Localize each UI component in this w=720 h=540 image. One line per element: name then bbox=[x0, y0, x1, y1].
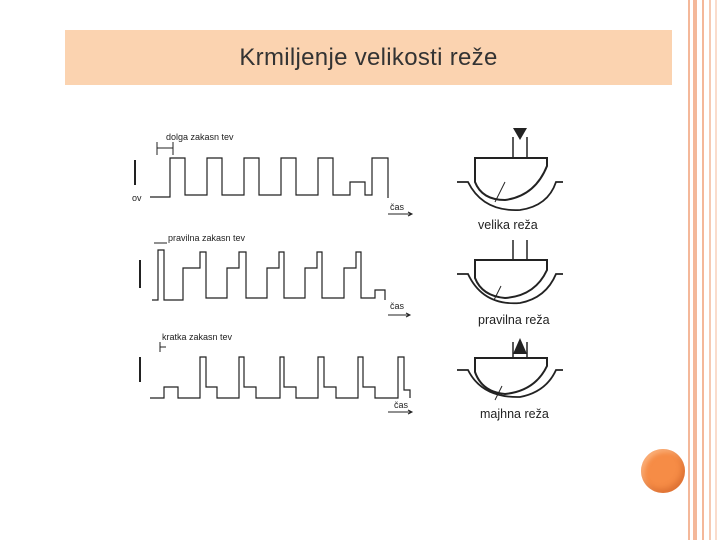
title-bar: Krmiljenje velikosti reže bbox=[65, 30, 672, 85]
waveform-short-delay bbox=[139, 342, 414, 415]
arrow-down-icon bbox=[513, 128, 527, 140]
gap-control-diagram: dolga zakasn tev ov čas pravilna zakasn … bbox=[132, 128, 563, 421]
decorative-circle bbox=[641, 449, 685, 493]
label-short-delay: kratka zakasn tev bbox=[162, 332, 233, 342]
waveform-correct-delay bbox=[139, 242, 412, 318]
waveform-long-delay bbox=[134, 142, 414, 217]
arrow-up-icon bbox=[513, 338, 527, 354]
time-label-1: čas bbox=[390, 202, 405, 212]
slide-right-frame bbox=[684, 0, 720, 540]
time-label-2: čas bbox=[390, 301, 405, 311]
gap-diagram-correct bbox=[457, 240, 563, 305]
axis-label-ov: ov bbox=[132, 193, 142, 203]
gap-diagram-small bbox=[457, 342, 563, 401]
gap-label-large: velika reža bbox=[478, 218, 538, 232]
gap-label-small: majhna reža bbox=[480, 407, 549, 421]
gap-diagram-large bbox=[457, 137, 563, 211]
label-correct-delay: pravilna zakasn tev bbox=[168, 233, 246, 243]
label-long-delay: dolga zakasn tev bbox=[166, 132, 234, 142]
slide-title: Krmiljenje velikosti reže bbox=[239, 43, 498, 71]
gap-label-correct: pravilna reža bbox=[478, 313, 550, 327]
time-label-3: čas bbox=[394, 400, 409, 410]
